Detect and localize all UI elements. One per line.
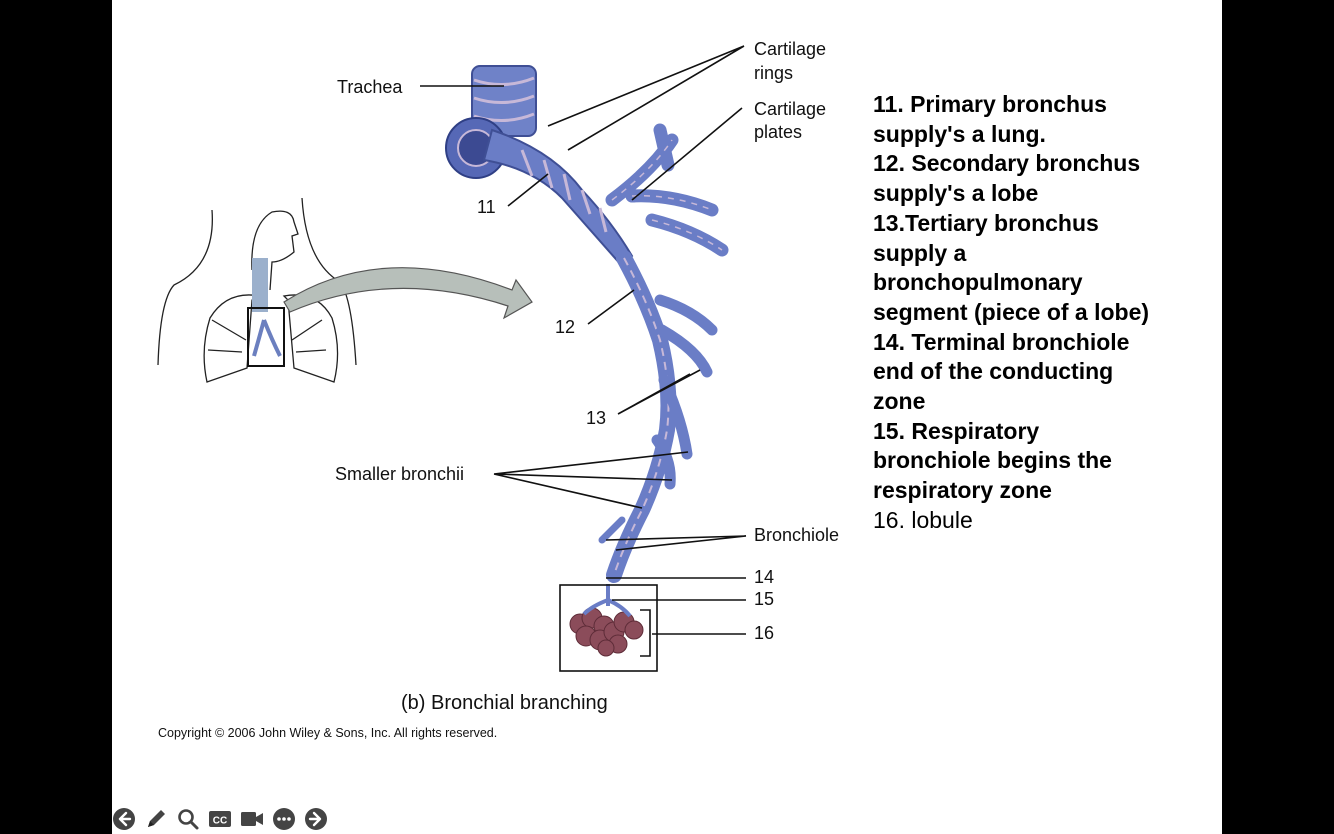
- label-number-16: 16: [754, 623, 775, 643]
- notes-line: respiratory zone: [873, 477, 1052, 504]
- more-options-button[interactable]: [272, 807, 296, 831]
- search-icon: [178, 809, 199, 830]
- notes-line: zone: [873, 388, 926, 415]
- notes-line: 16. lobule: [873, 506, 973, 533]
- smaller-bronchii-label: Smaller bronchii: [335, 464, 465, 484]
- video-camera-icon: [241, 812, 263, 826]
- trachea-label: Trachea: [337, 77, 403, 97]
- notes-line: 14. Terminal bronchiole: [873, 328, 1130, 355]
- svg-text:CC: CC: [213, 816, 227, 827]
- notes-line: segment (piece of a lobe): [873, 298, 1150, 325]
- slide: Trachea Cartilage rings Cartilage plates…: [112, 0, 1222, 834]
- camera-button[interactable]: [240, 807, 264, 831]
- zoom-button[interactable]: [176, 807, 200, 831]
- notes-line: 11. Primary bronchus: [873, 91, 1107, 117]
- notes-line: end of the conducting: [873, 358, 1114, 385]
- notes-text-block: 11. Primary bronchus supply's a lung. 12…: [873, 90, 1213, 536]
- pen-tool-button[interactable]: [144, 807, 168, 831]
- bronchiole-label: Bronchiole: [754, 525, 840, 545]
- copyright-notice: Copyright © 2006 John Wiley & Sons, Inc.…: [158, 726, 498, 740]
- notes-line: 12. Secondary bronchus: [873, 150, 1141, 177]
- cartilage-rings-label-line2: rings: [754, 63, 794, 83]
- previous-slide-button[interactable]: [112, 807, 136, 831]
- arrow-left-icon: [113, 808, 135, 830]
- more-icon: [273, 808, 295, 830]
- label-number-13: 13: [586, 408, 607, 428]
- cartilage-plates-label-line1: Cartilage: [754, 99, 827, 119]
- notes-line: supply a: [873, 239, 967, 266]
- figure-caption: (b) Bronchial branching: [401, 692, 608, 714]
- bronchial-tree-diagram: [157, 45, 747, 672]
- magnify-arrow: [283, 267, 533, 320]
- label-number-14: 14: [754, 567, 775, 587]
- alveolar-sacs: [569, 607, 644, 657]
- cartilage-plates-label-line2: plates: [754, 122, 803, 142]
- pen-icon: [148, 810, 165, 827]
- notes-line: 13.Tertiary bronchus: [873, 209, 1099, 236]
- closed-captions-icon: CC: [209, 811, 231, 827]
- notes-line: supply's a lung.: [873, 120, 1046, 147]
- cartilage-rings-label-line1: Cartilage: [754, 39, 827, 59]
- leader-lines: [420, 45, 747, 635]
- notes-line: bronchiole begins the: [873, 447, 1112, 474]
- label-number-15: 15: [754, 589, 775, 609]
- label-number-11: 11: [477, 197, 496, 217]
- notes-line: supply's a lobe: [873, 180, 1039, 207]
- subtitles-button[interactable]: CC: [208, 807, 232, 831]
- notes-line: 15. Respiratory: [873, 417, 1040, 444]
- next-slide-button[interactable]: [304, 807, 328, 831]
- label-number-12: 12: [555, 317, 576, 337]
- arrow-right-icon: [305, 808, 327, 830]
- body-outline-illustration: [157, 197, 357, 383]
- presentation-toolbar: CC: [112, 806, 336, 832]
- notes-line: bronchopulmonary: [873, 269, 1083, 296]
